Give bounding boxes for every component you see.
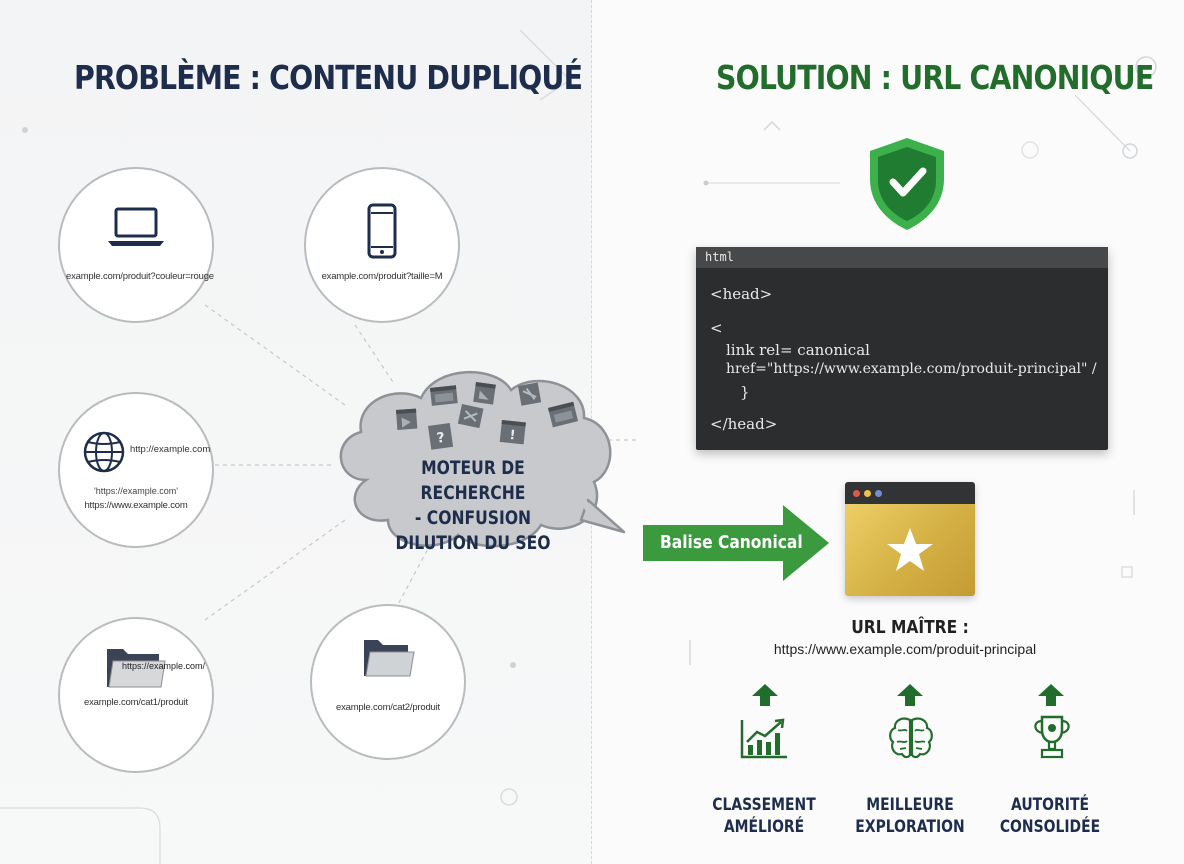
up-arrow-icon xyxy=(897,684,923,706)
node-url: example.com/cat2/produit xyxy=(336,702,440,713)
benefit-ranking: CLASSEMENT AMÉLIORÉ xyxy=(689,684,839,838)
duplicate-url-node-folder-2: example.com/cat2/produit xyxy=(310,604,466,760)
folder-icon xyxy=(364,640,415,677)
scattered-page-icons: ? ! xyxy=(396,382,579,450)
node-url-mid: 'https://example.com' xyxy=(94,486,178,496)
duplicate-url-node-phone: example.com/produit?taille=M xyxy=(304,167,460,323)
solution-title: SOLUTION : URL CANONIQUE xyxy=(716,58,1154,97)
folder-icon xyxy=(107,649,166,688)
star-icon xyxy=(887,528,933,571)
cloud-line-3: DILUTION DU SEO xyxy=(395,532,551,554)
problem-title: PROBLÈME : CONTENU DUPLIQUÉ xyxy=(74,58,583,97)
code-line: } xyxy=(740,383,750,401)
smartphone-icon xyxy=(367,203,397,259)
canonical-arrow xyxy=(643,505,829,581)
code-line: </head> xyxy=(710,415,778,433)
maximize-dot xyxy=(875,490,882,497)
window-titlebar xyxy=(845,482,975,504)
shield-check-icon xyxy=(870,138,944,230)
globe-icon xyxy=(83,431,125,473)
benefit-line-1: MEILLEURE xyxy=(866,795,954,815)
cloud-line-1: MOTEUR DE RECHERCHE xyxy=(420,457,526,504)
benefit-line-2: EXPLORATION xyxy=(855,817,965,837)
laptop-icon xyxy=(108,207,164,246)
window-body xyxy=(845,504,975,596)
benefit-line-2: CONSOLIDÉE xyxy=(999,817,1101,837)
rising-chart-icon xyxy=(740,718,787,759)
duplicate-url-node-globe: http://example.com 'https://example.com'… xyxy=(58,392,214,548)
folder-text: https://example.com/ xyxy=(122,661,206,671)
brain-icon xyxy=(889,717,933,759)
svg-text:!: ! xyxy=(509,428,516,444)
trophy-icon xyxy=(1034,715,1070,759)
close-dot xyxy=(853,490,860,497)
code-snippet: html <head> < link rel= canonical href="… xyxy=(696,247,1108,450)
code-line: link rel= canonical xyxy=(726,341,870,359)
duplicate-url-node-laptop: example.com/produit?couleur=rouge xyxy=(58,167,214,323)
cloud-line-2: - CONFUSION xyxy=(414,507,532,529)
master-url-title: URL MAÎTRE : xyxy=(851,617,969,638)
code-header: html xyxy=(696,247,1108,268)
node-url: example.com/produit?couleur=rouge xyxy=(66,271,214,282)
node-url: https://www.example.com xyxy=(84,500,188,511)
confusion-cloud: ? ! xyxy=(339,371,626,548)
code-line: <head> xyxy=(710,285,773,303)
up-arrow-icon xyxy=(752,684,778,706)
benefit-line-1: CLASSEMENT xyxy=(712,795,816,815)
benefit-line-1: AUTORITÉ xyxy=(1010,795,1090,815)
node-url-top: http://example.com xyxy=(130,444,211,455)
master-page-window xyxy=(845,482,975,596)
node-url: example.com/cat1/produit xyxy=(84,697,188,708)
benefit-authority: AUTORITÉ CONSOLIDÉE xyxy=(975,684,1125,838)
arrow-label: Balise Canonical xyxy=(660,532,803,553)
minimize-dot xyxy=(864,490,871,497)
up-arrow-icon xyxy=(1038,684,1064,706)
node-url: example.com/produit?taille=M xyxy=(321,271,443,282)
duplicate-url-node-folder-1: https://example.com/ example.com/cat1/pr… xyxy=(58,617,214,773)
benefit-crawl: MEILLEURE EXPLORATION xyxy=(835,684,985,838)
svg-text:?: ? xyxy=(436,430,446,447)
master-url: https://www.example.com/produit-principa… xyxy=(773,641,1037,657)
code-line: < xyxy=(710,319,723,337)
search-engine-label: MOTEUR DE RECHERCHE - CONFUSION DILUTION… xyxy=(387,456,559,556)
benefit-line-2: AMÉLIORÉ xyxy=(723,817,805,837)
code-line: href="https://www.example.com/produit-pr… xyxy=(726,361,1097,377)
